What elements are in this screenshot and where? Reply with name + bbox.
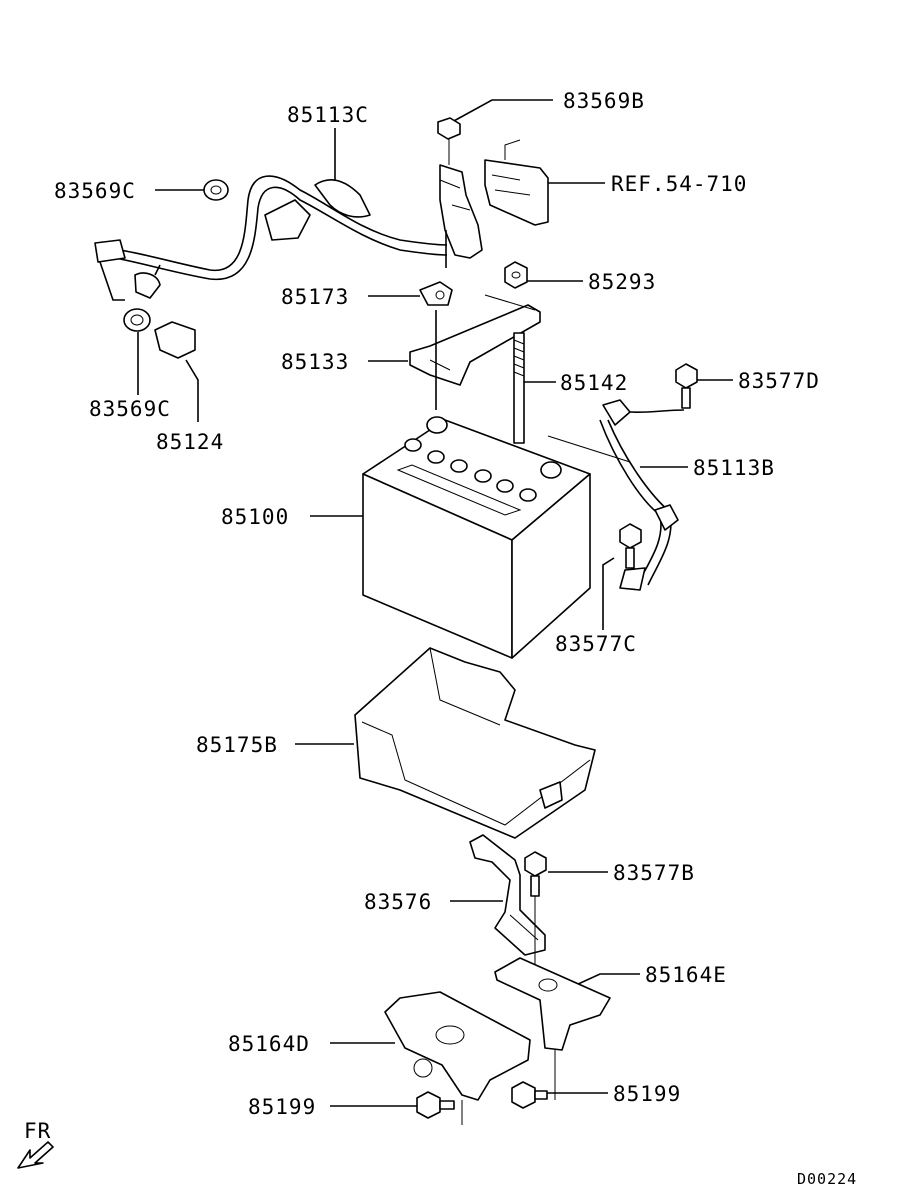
callout-85164e: 85164E [645,963,727,987]
bracket-85164e [494,957,611,1100]
callout-83577b: 83577B [613,861,695,885]
callout-85173: 85173 [281,285,349,309]
rod-85142 [513,332,525,444]
terminal-85173 [419,281,453,306]
nut-83569c-top [203,179,229,201]
drawing-code: D00224 [797,1170,857,1187]
plug-85124 [154,321,196,359]
bolt-83577c [619,523,642,569]
cable-harness-85113b [599,399,685,591]
hold-down-85133 [409,294,541,410]
cable-harness-85113c [94,175,448,301]
bolt-83577d [675,363,698,409]
callout-83577c: 83577C [555,632,637,656]
callout-83569b: 83569B [563,89,645,113]
callout-85199-left: 85199 [248,1095,316,1119]
nut-83569c-bottom [123,308,151,332]
callout-83576: 83576 [364,890,432,914]
callout-ref-54-710: REF.54-710 [611,172,747,196]
nut-85293 [504,261,528,289]
callout-85164d: 85164D [228,1032,310,1056]
callout-83569c-bottom: 83569C [89,397,171,421]
callout-85113c: 85113C [287,103,369,127]
callout-85175b: 85175B [196,733,278,757]
bolt-85199-left [416,1091,455,1119]
callout-83569c-top: 83569C [54,179,136,203]
ref-component [484,139,549,226]
callout-85124: 85124 [156,430,224,454]
battery-tray-85175b [354,647,596,839]
nut-83569b [437,117,461,165]
callout-85293: 85293 [588,270,656,294]
callout-85142: 85142 [560,371,628,395]
callout-83577d: 83577D [738,369,820,393]
callout-85133: 85133 [281,350,349,374]
callout-85100: 85100 [221,505,289,529]
terminal-bracket [439,164,483,268]
callout-85199-right: 85199 [613,1082,681,1106]
bolt-85199-right [511,1081,548,1109]
front-direction-label: FR [24,1119,51,1143]
bracket-85164d [384,991,531,1125]
leader-lines [137,99,733,1107]
callout-85113b: 85113B [693,456,775,480]
front-direction-arrow-icon [17,1141,54,1169]
battery-85100 [362,416,631,659]
